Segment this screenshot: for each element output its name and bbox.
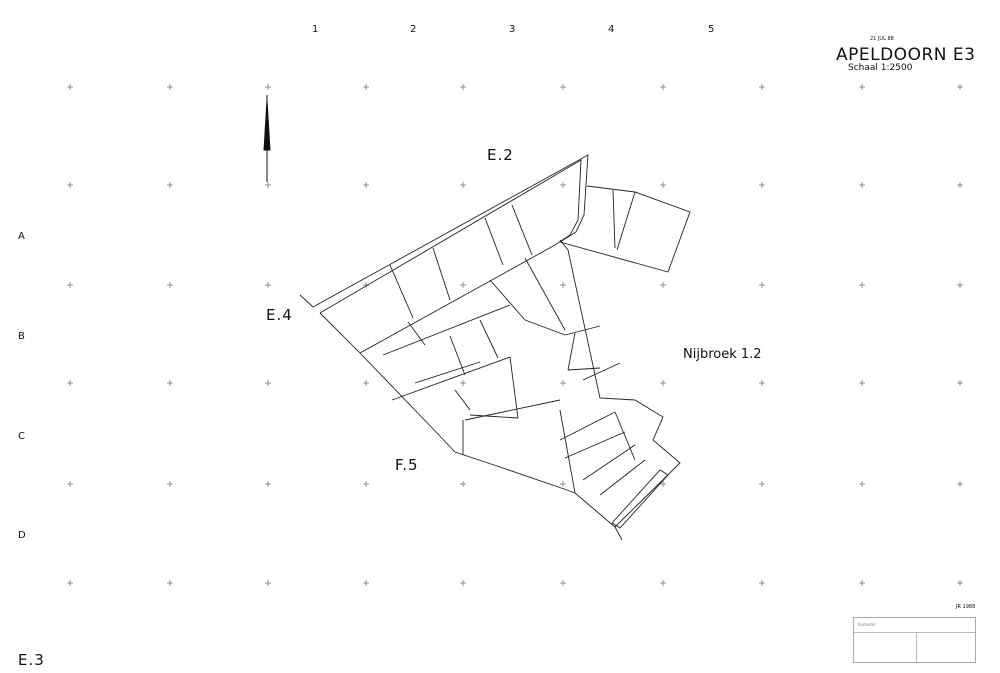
parcel-lines [299, 154, 691, 541]
adjacent-west: E.4 [266, 306, 293, 324]
sheet-corner-label: E.3 [18, 651, 45, 669]
row-c: C [18, 431, 25, 442]
row-d: D [18, 530, 26, 541]
road-strip [319, 159, 582, 354]
column-1: 1 [312, 24, 319, 35]
row-b: B [18, 331, 25, 342]
sheet-title: APELDOORN E3 [836, 45, 976, 65]
date-stamp: 21 JUL 88 [870, 36, 894, 42]
column-4: 4 [608, 24, 615, 35]
north-arrow-icon [263, 95, 271, 182]
column-2: 2 [410, 24, 417, 35]
adjacent-east: Nijbroek 1.2 [683, 347, 762, 362]
adjacent-north: E.2 [487, 146, 514, 164]
adjacent-south: F.5 [395, 456, 419, 474]
stamp-text: Kadaster [858, 622, 876, 627]
column-3: 3 [509, 24, 516, 35]
registry-stamp: Kadaster [853, 617, 976, 663]
initials: JR 1988 [956, 604, 976, 610]
row-a: A [18, 231, 25, 242]
sheet-scale: Schaal 1:2500 [848, 63, 913, 73]
column-5: 5 [708, 24, 715, 35]
